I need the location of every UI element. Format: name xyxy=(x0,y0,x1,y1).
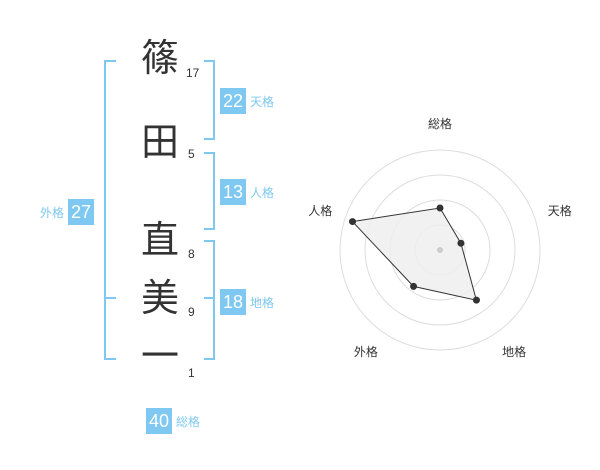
jinkaku-label: 人格 xyxy=(250,185,275,200)
gaikaku-badge: 外格 27 xyxy=(40,199,95,225)
tenkaku-label: 天格 xyxy=(250,94,275,109)
tenkaku-bracket-top xyxy=(204,60,215,62)
radar-ring-3 xyxy=(364,174,516,326)
name-char-2: 田 xyxy=(140,120,179,164)
stroke-count-5: 1 xyxy=(188,366,195,380)
outer-bracket-bottom xyxy=(104,358,116,360)
outer-bracket-mid xyxy=(104,297,116,299)
radar-point-1 xyxy=(436,204,444,212)
radar-axis-label-3: 地格 xyxy=(502,344,526,359)
jinkaku-badge: 13 人格 xyxy=(220,179,274,205)
radar-axis-label-5: 人格 xyxy=(308,203,332,218)
tenkaku-badge: 22 天格 xyxy=(220,88,274,114)
tenkaku-value: 22 xyxy=(220,88,247,114)
radar-point-5 xyxy=(349,218,357,226)
outer-bracket-vertical xyxy=(104,60,106,360)
radar-point-4 xyxy=(410,282,418,290)
tenkaku-bracket-vertical xyxy=(213,60,215,140)
stroke-count-2: 5 xyxy=(188,147,195,161)
soukaku-value: 40 xyxy=(146,408,173,434)
chikaku-bracket-mid xyxy=(204,297,215,299)
radar-axis-label-4: 外格 xyxy=(354,344,378,359)
stroke-count-3: 8 xyxy=(188,247,195,261)
soukaku-label: 総格 xyxy=(176,414,201,429)
gaikaku-label: 外格 xyxy=(40,205,65,220)
jinkaku-value: 13 xyxy=(220,179,247,205)
radar-axis-label-2: 天格 xyxy=(548,203,572,218)
chikaku-bracket-bottom xyxy=(204,358,215,360)
soukaku-badge: 40 総格 xyxy=(146,408,200,434)
name-char-3: 直 xyxy=(140,218,179,262)
radar-point-2 xyxy=(457,239,465,247)
outer-bracket-top xyxy=(104,60,116,62)
radar-ring-4 xyxy=(339,149,541,351)
gaikaku-value: 27 xyxy=(68,199,95,225)
stroke-count-1: 17 xyxy=(186,66,200,80)
jinkaku-bracket-top xyxy=(204,152,215,154)
tenkaku-bracket-bottom xyxy=(204,138,215,140)
radar-series-polygon xyxy=(351,207,478,301)
radar-center-dot xyxy=(437,247,443,253)
name-char-4: 美 xyxy=(140,276,179,320)
radar-point-3 xyxy=(472,296,480,304)
chikaku-value: 18 xyxy=(220,289,247,315)
name-char-1: 篠 xyxy=(140,36,179,80)
chikaku-label: 地格 xyxy=(250,295,275,310)
chikaku-bracket-top xyxy=(204,240,215,242)
jinkaku-bracket-vertical xyxy=(213,152,215,230)
jinkaku-bracket-bottom xyxy=(204,228,215,230)
stroke-count-4: 9 xyxy=(188,305,195,319)
chikaku-bracket-vertical xyxy=(213,240,215,360)
name-char-5: 一 xyxy=(140,334,179,378)
radar-axis-label-1: 総格 xyxy=(428,116,452,131)
chikaku-badge: 18 地格 xyxy=(220,289,274,315)
